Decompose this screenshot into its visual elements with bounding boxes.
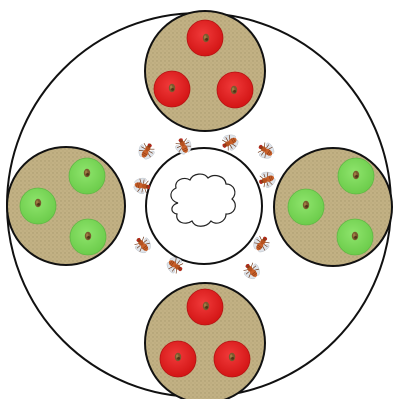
food-cap-icon xyxy=(70,219,106,255)
seed-icon xyxy=(352,232,358,240)
food-cap-icon xyxy=(20,188,56,224)
seed-icon xyxy=(303,201,309,209)
food-cap-icon xyxy=(214,341,250,377)
dish-left xyxy=(7,147,125,265)
dish-right xyxy=(274,148,392,266)
seed-icon xyxy=(231,86,237,94)
food-cap-icon xyxy=(187,289,223,325)
seed-icon xyxy=(175,353,181,361)
food-cap-icon xyxy=(338,158,374,194)
food-cap-icon xyxy=(337,219,373,255)
food-cap-icon xyxy=(160,341,196,377)
dish-top xyxy=(145,11,265,131)
seed-icon xyxy=(353,171,359,179)
seed-icon xyxy=(203,34,209,42)
food-cap-icon xyxy=(217,72,253,108)
seed-icon xyxy=(229,353,235,361)
dish-bottom xyxy=(145,283,265,399)
seed-icon xyxy=(35,199,41,207)
food-cap-icon xyxy=(288,189,324,225)
food-cap-icon xyxy=(154,71,190,107)
seed-icon xyxy=(203,302,209,310)
seed-icon xyxy=(84,169,90,177)
seed-icon xyxy=(169,84,175,92)
seed-icon xyxy=(85,232,91,240)
food-cap-icon xyxy=(69,158,105,194)
food-cap-icon xyxy=(187,20,223,56)
